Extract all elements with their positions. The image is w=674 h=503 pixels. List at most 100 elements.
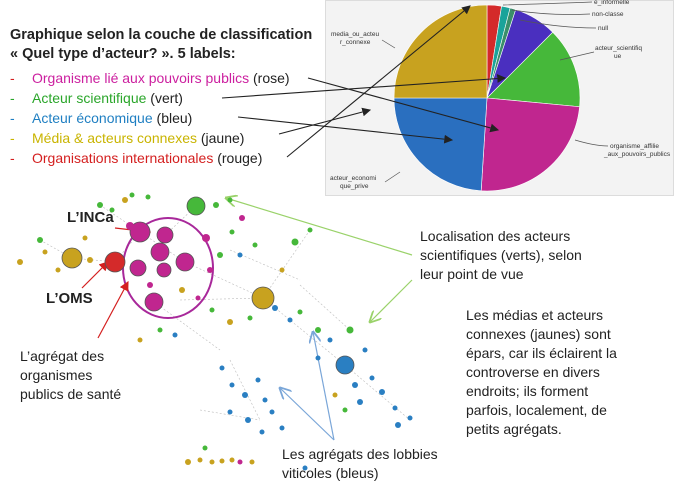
network-node-green xyxy=(247,315,253,321)
network-node-pink xyxy=(207,267,213,273)
label-medias-line: controverse en divers xyxy=(466,364,600,380)
network-node-blue xyxy=(269,409,275,415)
arrow-rouge xyxy=(286,5,471,158)
legend-item-yellow: - Média & acteurs connexes (jaune) xyxy=(10,128,290,148)
network-node-blue xyxy=(395,422,401,428)
network-node-blue xyxy=(172,332,178,338)
arrow-oms xyxy=(81,261,109,289)
label-medias-line: petits agrégats. xyxy=(466,421,562,437)
legend-dash: - xyxy=(10,110,15,126)
label-agregat-line: publics de santé xyxy=(20,386,122,402)
network-node-green xyxy=(109,207,115,213)
network-node-green xyxy=(157,327,163,333)
network-node-yellow xyxy=(249,459,255,465)
network-node-green xyxy=(37,237,43,243)
network-node-blue xyxy=(357,399,363,405)
pie-label-eco-1: acteur_economi xyxy=(330,175,376,182)
label-localisation-line: Localisation des acteurs xyxy=(420,228,571,244)
network-node-yellow xyxy=(82,235,88,241)
arrow-localisation-top xyxy=(226,198,413,256)
label-medias-line: épars, car ils éclairent la xyxy=(466,345,617,361)
title-question: « Quel type d’acteur? ». xyxy=(10,46,174,62)
network-node-blue xyxy=(302,465,308,471)
pie-label-organisme-2: _aux_pouvoirs_publics xyxy=(603,151,671,158)
legend-color-word: (rouge) xyxy=(217,150,263,166)
legend-item-pink: -Organisme lié aux pouvoirs publics (ros… xyxy=(10,68,290,88)
title-line-2: « Quel type d’acteur? ». 5 labels: xyxy=(10,45,312,64)
arrow-localisation-bottom xyxy=(370,279,413,322)
network-node-green xyxy=(297,309,303,315)
network-node-pink xyxy=(237,459,243,465)
network-node-blue xyxy=(245,417,251,423)
label-agregat-line: L’agrégat des xyxy=(20,348,105,364)
network-node-blue xyxy=(259,429,265,435)
legend-label: Organisme lié aux pouvoirs publics xyxy=(32,70,250,86)
network-node-yellow xyxy=(55,267,61,273)
title-line-1: Graphique selon la couche de classificat… xyxy=(10,27,313,43)
pie-label-null: null xyxy=(598,25,609,32)
network-node-green xyxy=(346,326,354,334)
network-node-pink xyxy=(156,226,174,244)
network-node-yellow xyxy=(42,249,48,255)
label-lobbies: Les agrégats des lobbies viticoles (bleu… xyxy=(282,445,438,483)
network-node-green xyxy=(291,238,299,246)
pie-label-organisme-1: organisme_affilie xyxy=(610,143,659,150)
network-node-pink xyxy=(147,282,153,288)
network-node-yellow xyxy=(219,458,225,464)
pie-label-non-classe: non-classe xyxy=(592,11,624,18)
legend-arrows xyxy=(221,5,507,158)
network-node-green xyxy=(227,197,233,203)
label-localisation-line: scientifiques (verts), selon xyxy=(420,247,582,263)
legend-dash: - xyxy=(10,70,15,86)
diagram-title: Graphique selon la couche de classificat… xyxy=(10,26,312,64)
legend-label: Acteur scientifique xyxy=(32,90,147,106)
legend-item-blue: - Acteur économique (bleu) xyxy=(10,108,290,128)
network-node-pink xyxy=(126,222,134,230)
legend-label: Média & acteurs connexes xyxy=(32,130,197,146)
network-node-green xyxy=(209,307,215,313)
legend-dash: - xyxy=(10,90,15,106)
network-node-yellow xyxy=(179,287,185,293)
network-node-pink xyxy=(156,262,172,278)
legend-item-red: -Organisations internationales (rouge) xyxy=(10,148,290,168)
network-node-yellow xyxy=(197,457,203,463)
label-localisation: Localisation des acteurs scientifiques (… xyxy=(420,227,582,284)
label-medias-line: connexes (jaunes) sont xyxy=(466,326,611,342)
pie-slice-4 xyxy=(486,31,581,108)
network-node-yellow xyxy=(251,286,275,310)
pie-label-eco-2: que_prive xyxy=(340,183,369,190)
legend-dash: - xyxy=(10,130,15,146)
network-node-red xyxy=(104,251,126,273)
label-lobbies-line: viticoles (bleus) xyxy=(282,465,379,481)
network-node-blue xyxy=(237,252,243,258)
legend-color-word: (vert) xyxy=(150,90,183,106)
network-node-blue xyxy=(287,317,293,323)
label-lobbies-line: Les agrégats des lobbies xyxy=(282,446,438,462)
network-node-green xyxy=(145,194,151,200)
legend-item-green: - Acteur scientifique (vert) xyxy=(10,88,290,108)
arrow-lobbies-right xyxy=(313,332,335,441)
network-node-blue xyxy=(262,397,268,403)
network-node-green xyxy=(252,242,258,248)
pie-leader-lines xyxy=(381,1,609,183)
network-node-blue xyxy=(392,405,398,411)
label-medias: Les médias et acteurs connexes (jaunes) … xyxy=(466,306,617,439)
legend-color-word: (bleu) xyxy=(156,110,193,126)
network-nodes xyxy=(17,192,413,471)
network-node-yellow xyxy=(227,319,233,325)
network-node-blue xyxy=(352,382,358,388)
label-localisation-line: leur point de vue xyxy=(420,266,524,282)
legend-label: Acteur économique xyxy=(32,110,153,126)
network-node-green xyxy=(186,196,206,216)
pie-slice-5 xyxy=(480,97,580,192)
legend-dash: - xyxy=(10,150,15,166)
legend-color-word: (jaune) xyxy=(200,130,245,146)
network-node-yellow xyxy=(122,197,128,203)
network-node-green xyxy=(307,227,313,233)
network-node-blue xyxy=(379,389,385,395)
pie-label-media-1: media_ou_acteu xyxy=(331,31,379,38)
network-node-green xyxy=(217,252,223,258)
network-node-blue xyxy=(272,305,278,311)
pie-chart xyxy=(393,4,581,192)
arrow-rose xyxy=(307,77,500,133)
